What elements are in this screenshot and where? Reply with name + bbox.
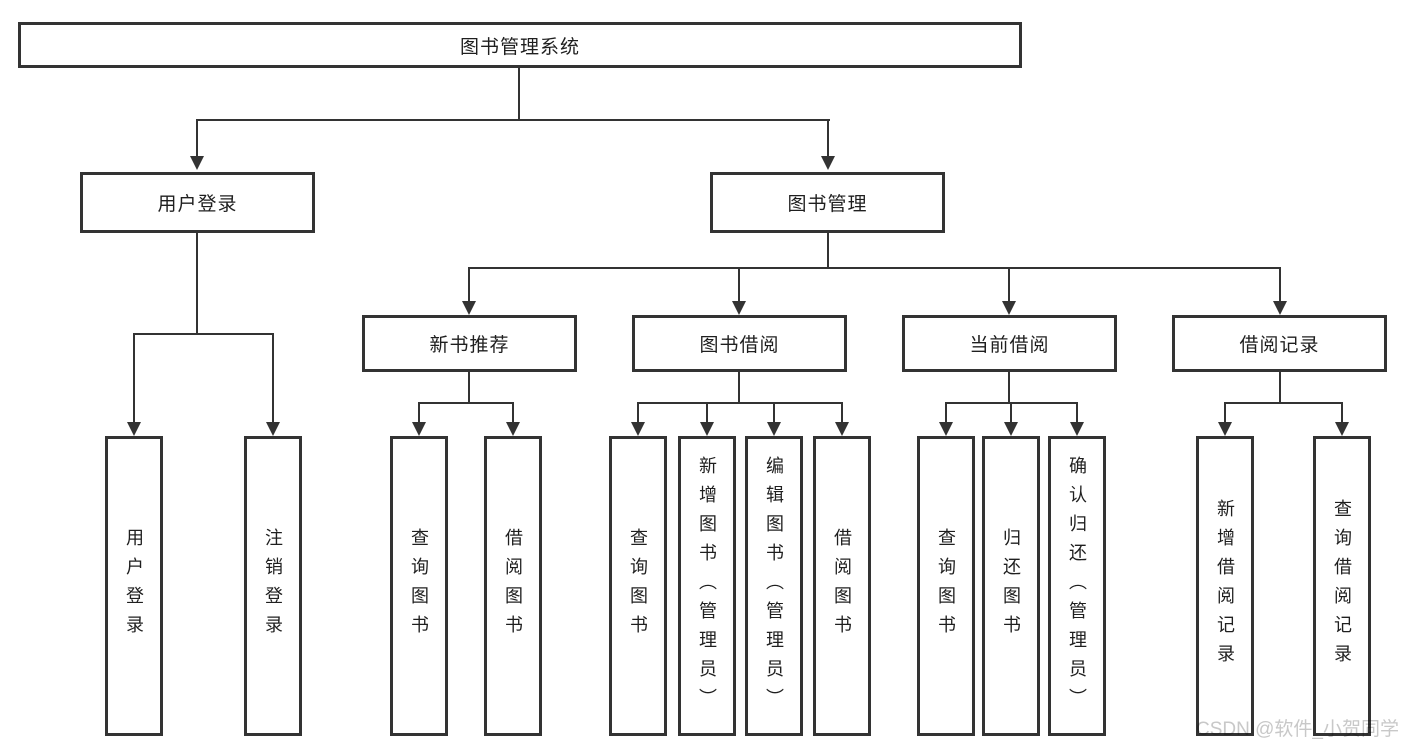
connector-line [827,233,829,269]
leaf-query-borrow-record: 查询借阅记录 [1313,436,1371,736]
leaf-edit-books-admin: 编辑图书（管理员） [745,436,803,736]
leaf-label: 编辑图书（管理员） [764,455,784,717]
connector-line [133,333,274,335]
node-root-system: 图书管理系统 [18,22,1022,68]
arrowhead-icon [767,422,781,436]
leaf-label: 新增图书（管理员） [697,455,717,717]
arrowhead-icon [266,422,280,436]
arrowhead-icon [939,422,953,436]
leaf-label: 借阅图书 [832,528,852,644]
node-book-management: 图书管理 [710,172,945,233]
node-label: 当前借阅 [969,335,1050,356]
node-current-borrow: 当前借阅 [902,315,1117,372]
connector-line [1341,402,1343,422]
connector-line [468,267,1281,269]
leaf-label: 确认归还（管理员） [1067,455,1087,717]
leaf-query-books-recommend: 查询图书 [390,436,448,736]
connector-line [637,402,639,422]
leaf-query-books-borrow: 查询图书 [609,436,667,736]
leaf-label: 注销登录 [263,528,283,644]
arrowhead-icon [835,422,849,436]
connector-line [706,402,708,422]
arrowhead-icon [1218,422,1232,436]
connector-line [272,333,274,422]
leaf-label: 借阅图书 [503,528,523,644]
leaf-label: 查询图书 [628,528,648,644]
connector-line [1279,372,1281,404]
connector-line [468,267,470,303]
connector-line [773,402,775,422]
connector-line [1010,402,1012,422]
connector-line [1076,402,1078,422]
arrowhead-icon [700,422,714,436]
node-label: 用户登录 [157,194,238,215]
node-label: 借阅记录 [1239,335,1320,356]
connector-line [738,267,740,303]
leaf-query-books-current: 查询图书 [917,436,975,736]
connector-line [418,402,420,422]
leaf-add-books-admin: 新增图书（管理员） [678,436,736,736]
node-new-book-recommend: 新书推荐 [362,315,577,372]
leaf-logout: 注销登录 [244,436,302,736]
connector-line [512,402,514,422]
leaf-add-borrow-record: 新增借阅记录 [1196,436,1254,736]
arrowhead-icon [1002,301,1016,315]
connector-line [827,119,829,157]
connector-line [1224,402,1342,404]
node-borrow-records: 借阅记录 [1172,315,1387,372]
leaf-return-books: 归还图书 [982,436,1040,736]
leaf-label: 用户登录 [124,528,144,644]
connector-line [468,372,470,404]
leaf-borrow-books-recommend: 借阅图书 [484,436,542,736]
connector-line [196,233,198,335]
leaf-label: 查询图书 [409,528,429,644]
arrowhead-icon [1070,422,1084,436]
arrowhead-icon [1004,422,1018,436]
node-user-login: 用户登录 [80,172,315,233]
arrowhead-icon [412,422,426,436]
leaf-user-login: 用户登录 [105,436,163,736]
connector-line [841,402,843,422]
leaf-label: 新增借阅记录 [1215,499,1235,673]
connector-line [133,333,135,422]
connector-line [1008,267,1010,303]
connector-line [418,402,514,404]
node-label: 图书管理系统 [459,36,580,58]
connector-line [738,372,740,404]
node-label: 图书借阅 [699,335,780,356]
node-book-borrow: 图书借阅 [632,315,847,372]
connector-line [196,119,198,157]
arrowhead-icon [631,422,645,436]
csdn-watermark: CSDN @软件_小贺同学 [1196,719,1399,740]
node-label: 新书推荐 [429,335,510,356]
arrowhead-icon [462,301,476,315]
arrowhead-icon [506,422,520,436]
connector-line [637,402,843,404]
arrowhead-icon [1335,422,1349,436]
connector-line [196,119,830,121]
connector-line [1279,267,1281,303]
leaf-confirm-return-admin: 确认归还（管理员） [1048,436,1106,736]
connector-line [1008,372,1010,404]
connector-line [518,68,520,120]
leaf-borrow-books: 借阅图书 [813,436,871,736]
leaf-label: 查询图书 [936,528,956,644]
arrowhead-icon [127,422,141,436]
arrowhead-icon [1273,301,1287,315]
connector-line [945,402,947,422]
arrowhead-icon [732,301,746,315]
arrowhead-icon [821,156,835,170]
arrowhead-icon [190,156,204,170]
leaf-label: 归还图书 [1001,528,1021,644]
leaf-label: 查询借阅记录 [1332,499,1352,673]
connector-line [1224,402,1226,422]
node-label: 图书管理 [787,194,868,215]
